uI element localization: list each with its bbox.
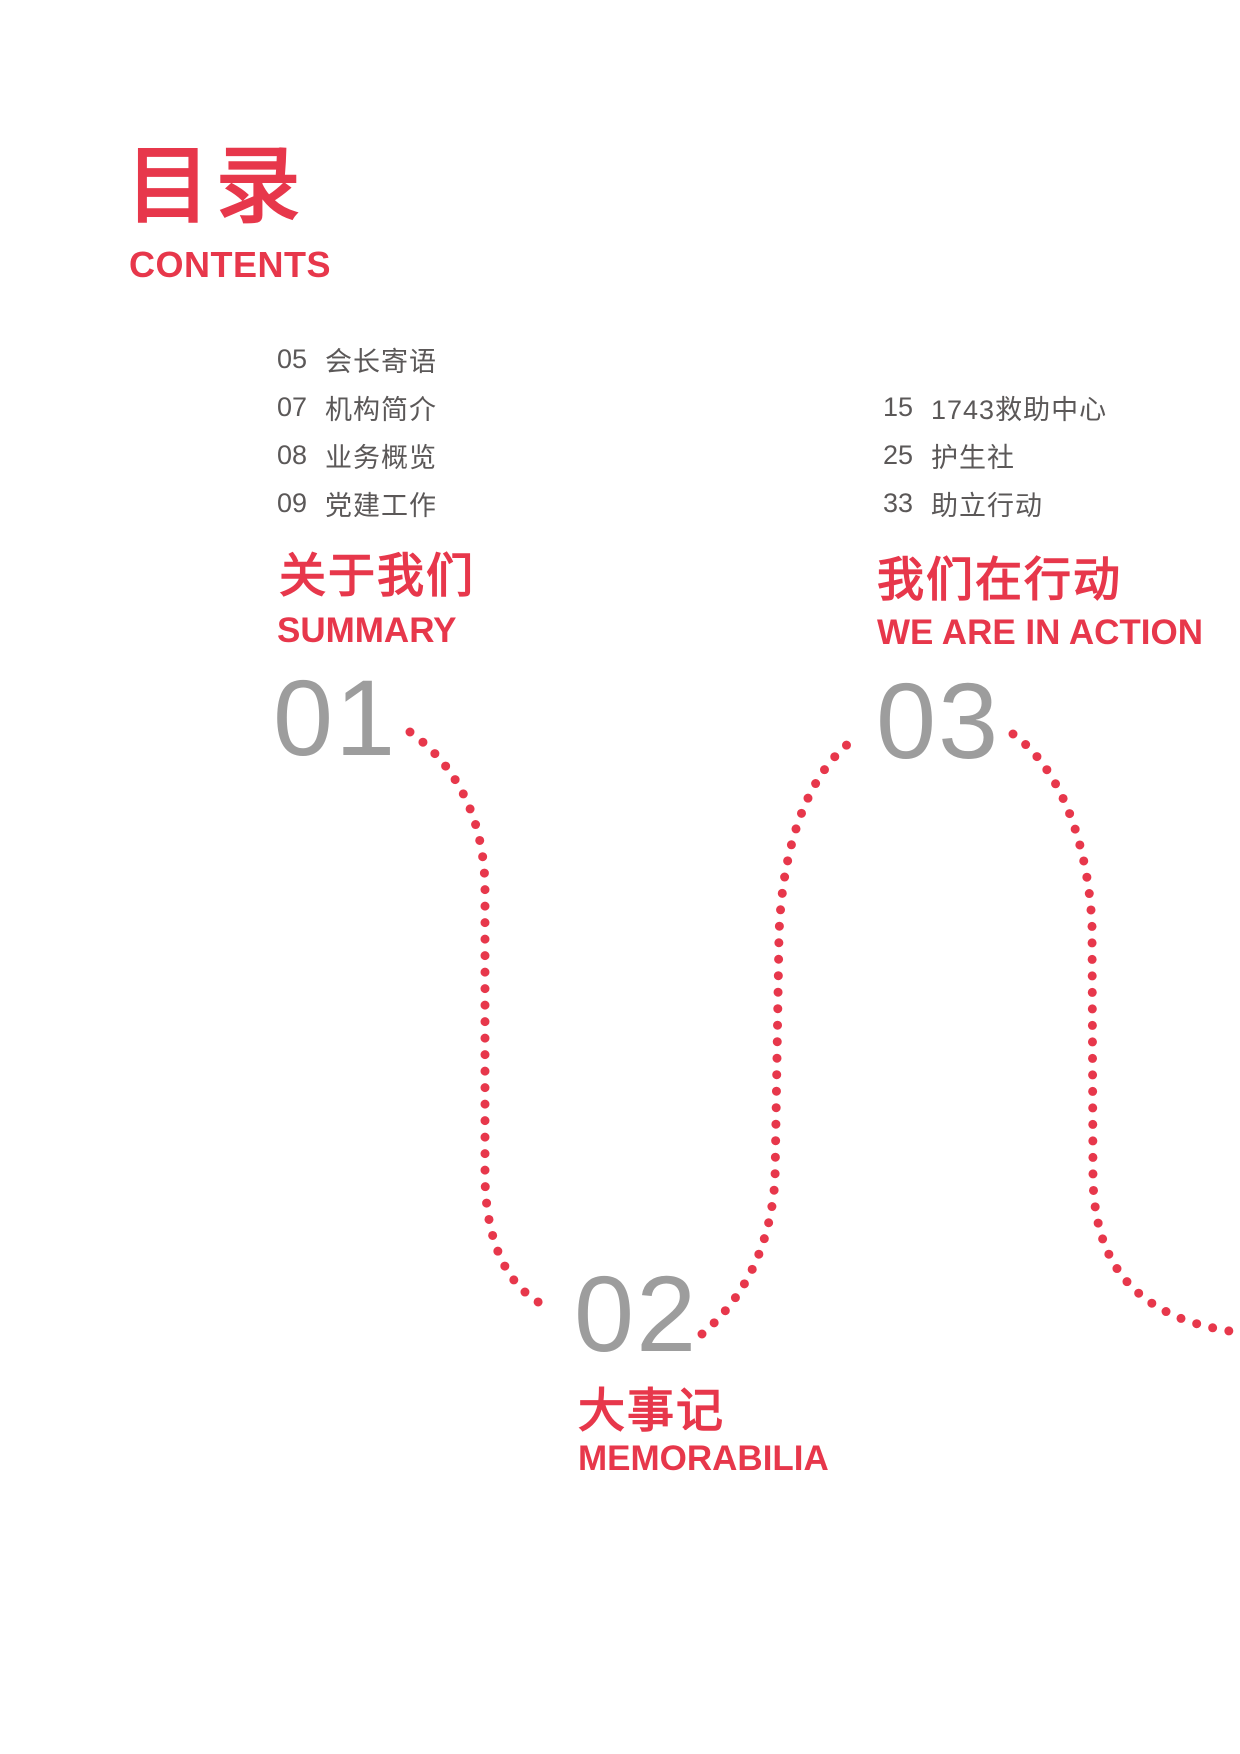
- toc-entry: 25 护生社: [883, 431, 1107, 479]
- toc-entry-label: 业务概览: [325, 442, 437, 473]
- section-03-title-en: WE ARE IN ACTION: [877, 613, 1204, 652]
- page-title-zh: 目录: [126, 139, 307, 233]
- toc-entry: 08 业务概览: [277, 431, 437, 479]
- toc-entry: 15 1743救助中心: [883, 383, 1107, 431]
- dotted-path-01-to-02: [405, 727, 557, 1314]
- section-02-number: 02: [574, 1253, 699, 1374]
- section-03-number: 03: [876, 660, 1001, 781]
- section-01-number: 01: [273, 657, 398, 778]
- section-02-title-zh: 大事记: [578, 1384, 725, 1437]
- toc-entry-label: 会长寄语: [325, 346, 437, 377]
- toc-entry: 09 党建工作: [277, 479, 437, 527]
- section-01-title-en: SUMMARY: [277, 611, 457, 650]
- toc-entry-label: 党建工作: [325, 490, 437, 521]
- toc-entry: 05 会长寄语: [277, 335, 437, 383]
- toc-entry-page-number: 09: [277, 487, 308, 518]
- page-title-en: CONTENTS: [129, 244, 331, 285]
- section-03-title-zh: 我们在行动: [877, 553, 1122, 606]
- toc-entry-page-number: 07: [277, 391, 308, 422]
- toc-list-we-are-in-action: 15 1743救助中心 25 护生社 33 助立行动: [883, 383, 1107, 527]
- toc-entry-page-number: 05: [277, 343, 308, 374]
- toc-entry-label: 助立行动: [931, 490, 1043, 521]
- section-02-title-en: MEMORABILIA: [578, 1439, 829, 1478]
- toc-list-summary: 05 会长寄语 07 机构简介 08 业务概览 09 党建工作: [277, 335, 437, 527]
- section-01-title-zh: 关于我们: [279, 549, 475, 602]
- toc-entry-page-number: 25: [883, 439, 914, 470]
- dotted-path-02-to-03: [697, 732, 862, 1339]
- toc-entry-label: 机构简介: [325, 394, 437, 425]
- toc-entry-label: 护生社: [931, 442, 1015, 473]
- toc-entry-page-number: 15: [883, 391, 914, 422]
- toc-entry: 33 助立行动: [883, 479, 1107, 527]
- toc-entry-label: 1743救助中心: [931, 394, 1108, 425]
- dotted-path-03-to-edge: [1008, 729, 1240, 1338]
- toc-entry-page-number: 08: [277, 439, 308, 470]
- toc-entry: 07 机构简介: [277, 383, 437, 431]
- toc-entry-page-number: 33: [883, 487, 914, 518]
